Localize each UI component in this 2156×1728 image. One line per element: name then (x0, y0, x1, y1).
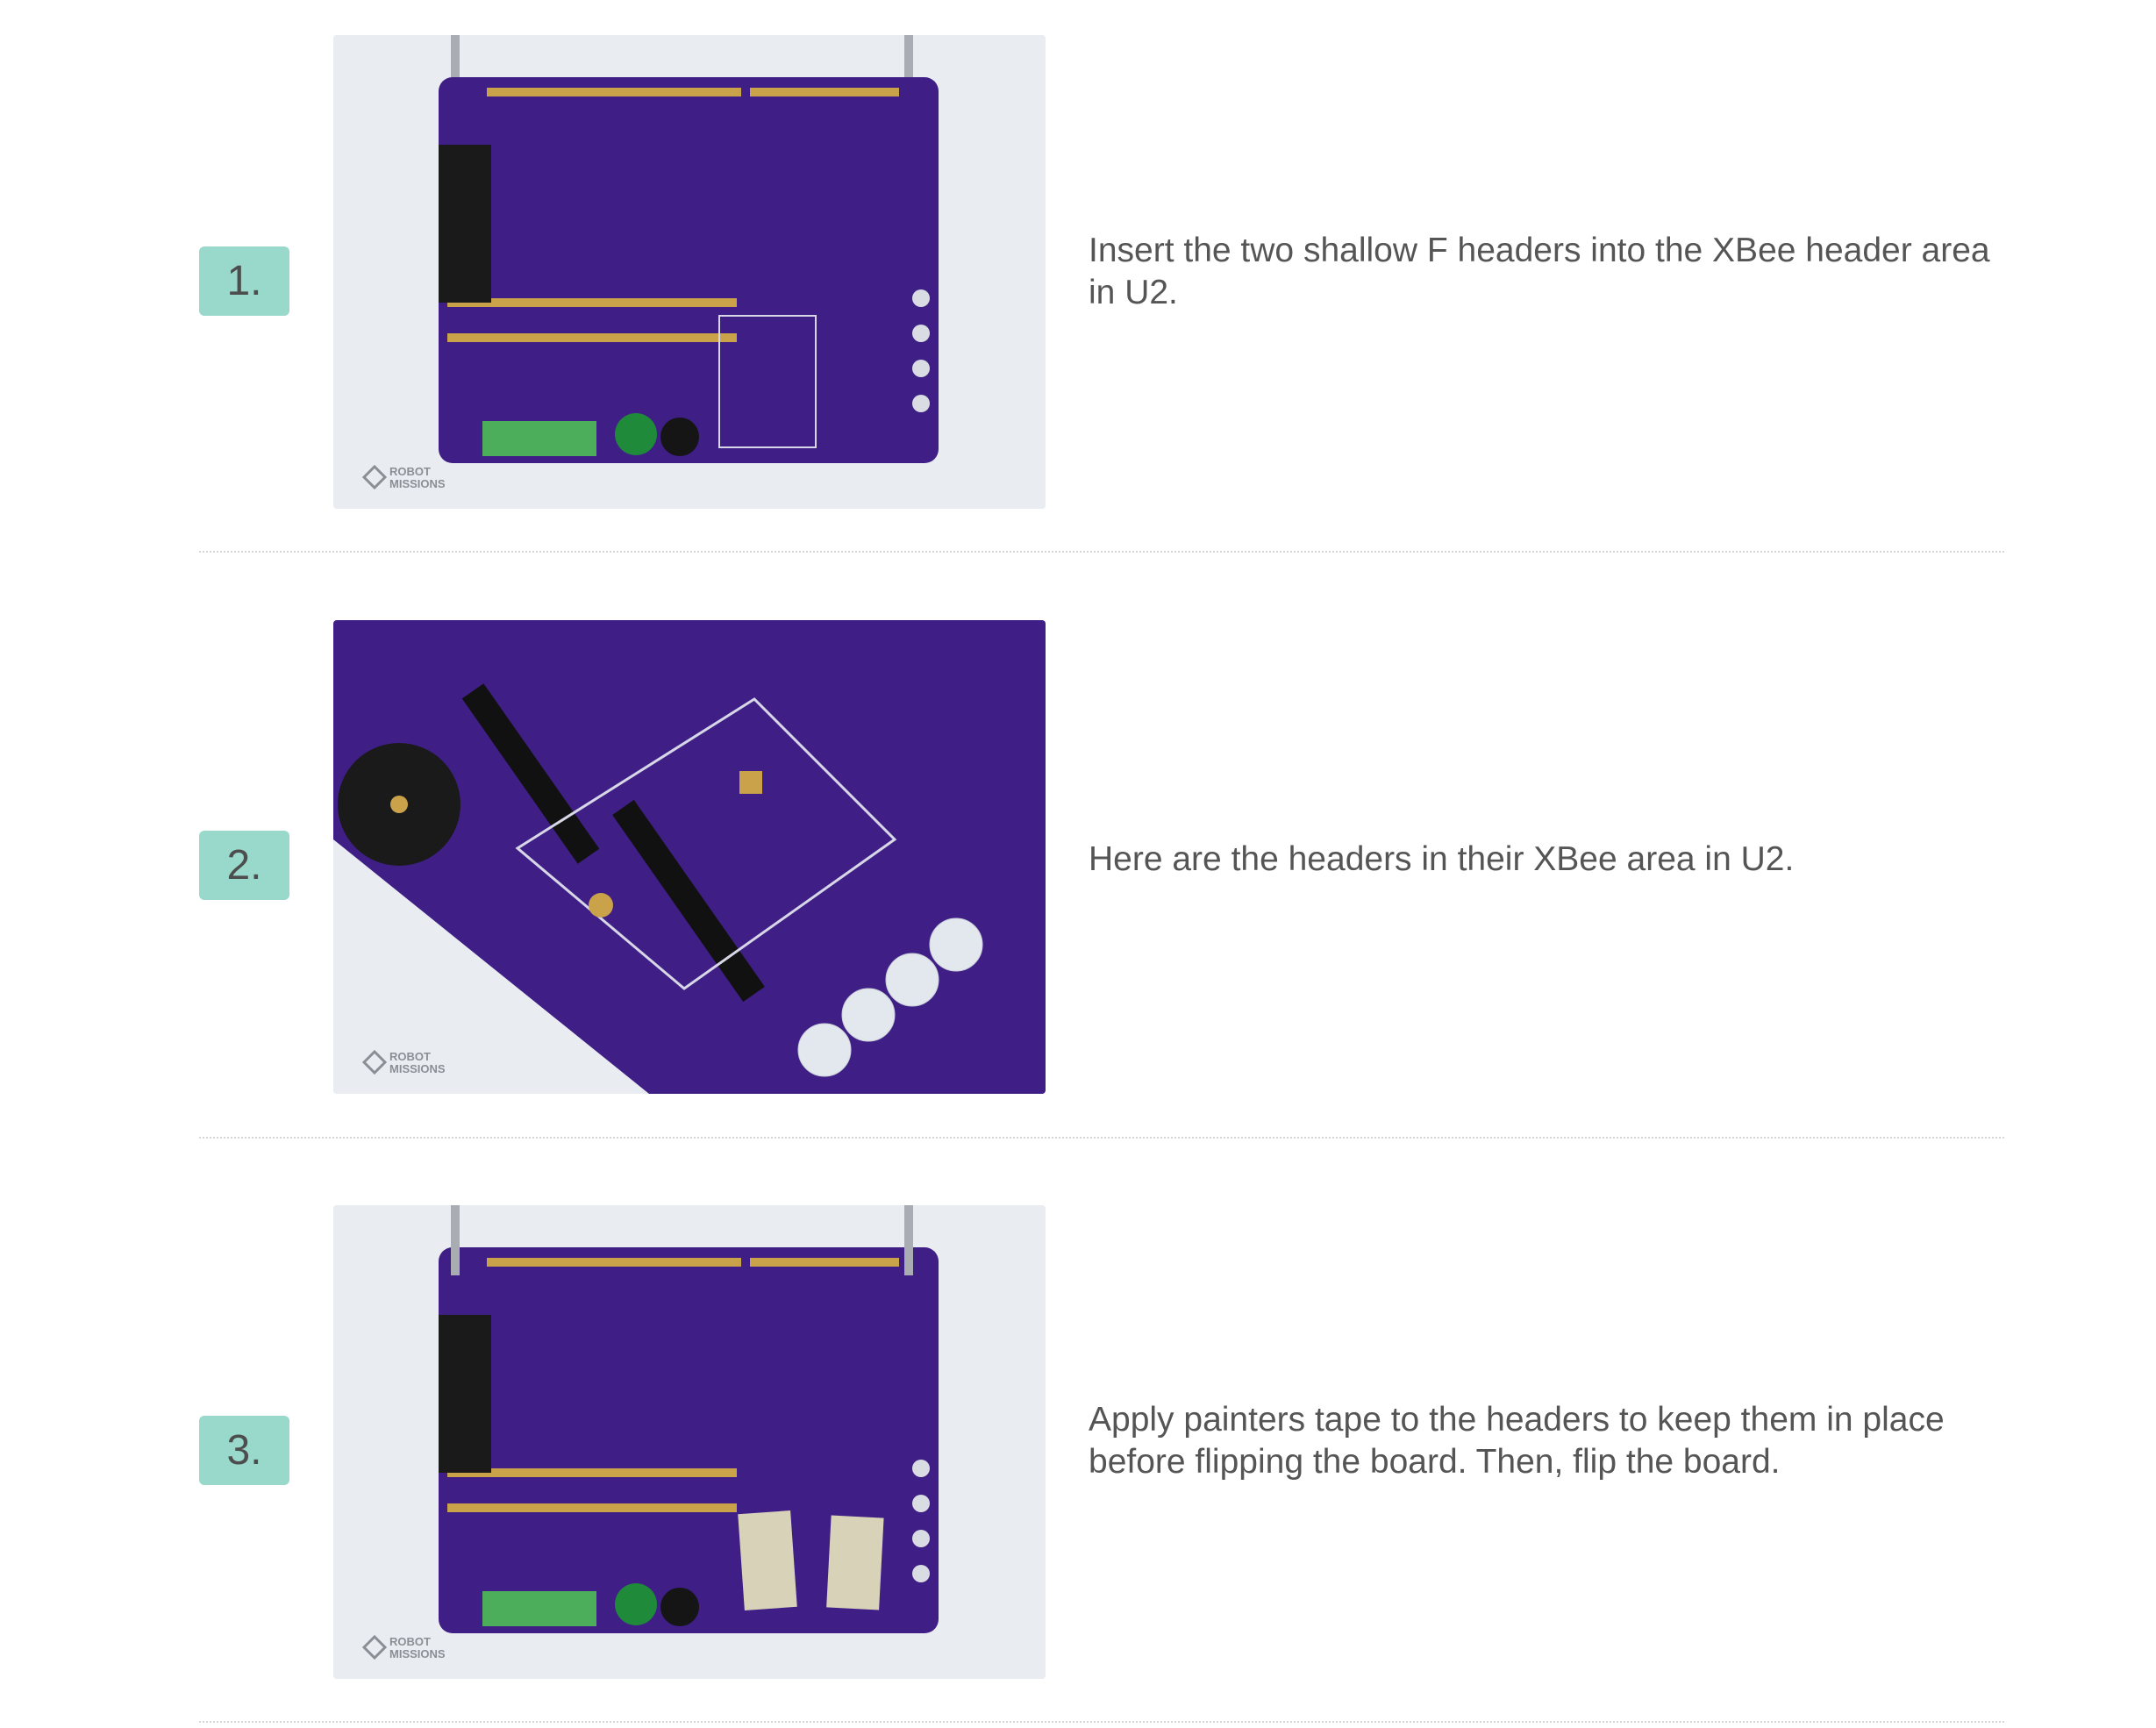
step-1: 1. (0, 0, 2156, 509)
svg-text:ROBOT: ROBOT (389, 465, 431, 478)
step-divider (199, 1137, 2004, 1139)
watermark-logo: ROBOT MISSIONS (361, 1634, 446, 1660)
svg-text:MISSIONS: MISSIONS (389, 1647, 446, 1660)
watermark-logo: ROBOT MISSIONS (361, 464, 446, 490)
step-number: 2. (199, 831, 289, 900)
pcb-taped-image: ROBOT MISSIONS (333, 1205, 1046, 1679)
step-instruction: Here are the headers in their XBee area … (1089, 840, 1795, 878)
svg-text:ROBOT: ROBOT (389, 1050, 431, 1063)
step-instruction: Apply painters tape to the headers to ke… (1089, 1401, 1945, 1481)
step-number: 3. (199, 1416, 289, 1485)
svg-text:MISSIONS: MISSIONS (389, 477, 446, 490)
step-number: 1. (199, 246, 289, 316)
watermark-logo: ROBOT MISSIONS (361, 1049, 446, 1075)
step-divider (199, 1721, 2004, 1723)
svg-text:MISSIONS: MISSIONS (389, 1062, 446, 1075)
step-2: 2. RO (0, 0, 2156, 1094)
pcb-closeup-image: ROBOT MISSIONS (333, 620, 1046, 1094)
step-divider (199, 551, 2004, 553)
step-instruction: Insert the two shallow F headers into th… (1089, 232, 1990, 311)
svg-text:ROBOT: ROBOT (389, 1635, 431, 1648)
step-photo: ROBOT MISSIONS (333, 35, 1046, 509)
pcb-board-image: ROBOT MISSIONS (333, 35, 1046, 509)
step-photo: ROBOT MISSIONS (333, 620, 1046, 1094)
step-3: 3. (0, 0, 2156, 1679)
step-photo: ROBOT MISSIONS (333, 1205, 1046, 1679)
